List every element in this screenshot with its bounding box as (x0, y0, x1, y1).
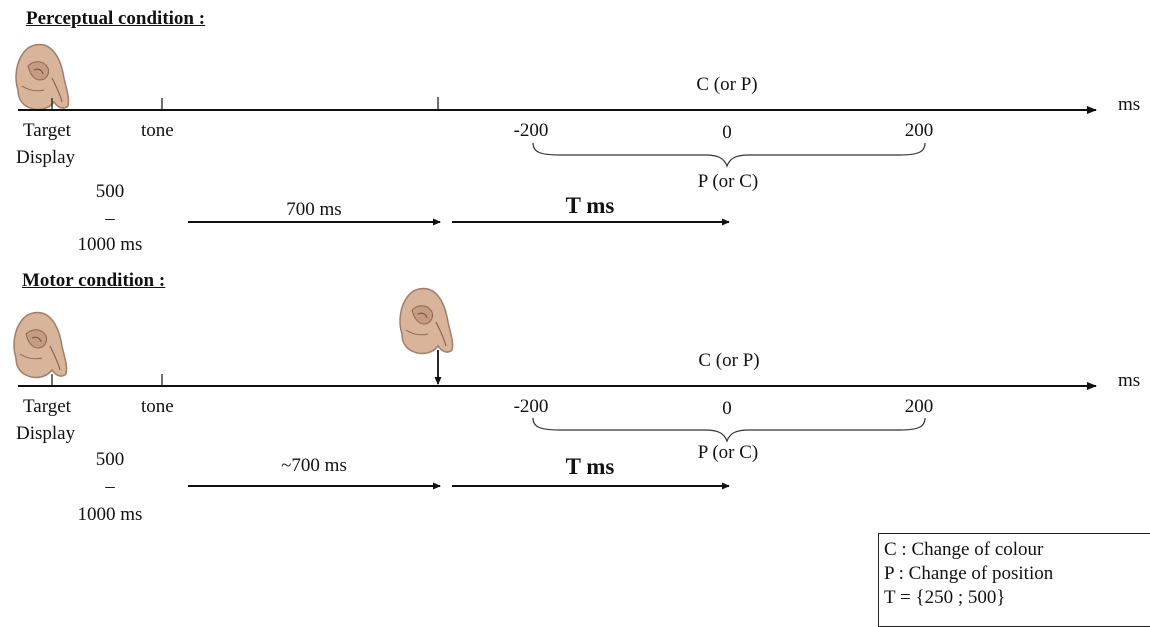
perceptual-pos200-label: 200 (904, 120, 934, 141)
motor-panel-graphics (13, 287, 1097, 490)
legend-c-item: C : Change of colour (884, 539, 1044, 560)
motor-duration-max: 1000 ms (77, 504, 143, 525)
motor-zero-label: 0 (722, 398, 732, 419)
legend-box: C : Change of colour P : Change of posit… (878, 533, 1150, 627)
motor-c-or-p-label: C (or P) (698, 350, 760, 371)
legend-p-item: P : Change of position (884, 563, 1054, 584)
pointing-hand-icon (13, 311, 68, 379)
motor-interval-label: ~700 ms (281, 455, 347, 476)
motor-display-label: Display (16, 423, 76, 444)
pointing-hand-icon (15, 43, 70, 111)
perceptual-panel-graphics (15, 43, 1097, 226)
perceptual-tone-label: tone (141, 120, 174, 141)
motor-heading: Motor condition : (22, 270, 166, 291)
perceptual-window-brace (532, 142, 926, 168)
perceptual-interval-label: 700 ms (286, 199, 342, 220)
perceptual-neg200-label: -200 (513, 120, 549, 141)
motor-duration-min: 500 (95, 449, 125, 470)
perceptual-duration-dash: – (105, 208, 115, 229)
perceptual-duration-min: 500 (95, 181, 125, 202)
perceptual-p-or-c-label: P (or C) (697, 171, 759, 192)
motor-p-or-c-label: P (or C) (697, 442, 759, 463)
perceptual-zero-label: 0 (722, 122, 732, 143)
motor-t-ms-label: T ms (565, 454, 615, 479)
motor-target-label: Target (23, 396, 71, 417)
motor-tone-label: tone (141, 396, 174, 417)
perceptual-c-or-p-label: C (or P) (696, 74, 758, 95)
legend-t-item: T = {250 ; 500} (884, 587, 1006, 608)
perceptual-heading: Perceptual condition : (26, 8, 206, 29)
perceptual-target-label: Target (23, 120, 71, 141)
perceptual-display-label: Display (16, 147, 76, 168)
motor-window-brace (532, 417, 926, 443)
perceptual-t-ms-label: T ms (565, 193, 615, 218)
motor-pos200-label: 200 (904, 396, 934, 417)
perceptual-ms-unit: ms (1118, 94, 1141, 115)
motor-neg200-label: -200 (513, 396, 549, 417)
motor-ms-unit: ms (1118, 370, 1141, 391)
motor-duration-dash: – (105, 476, 115, 497)
perceptual-duration-max: 1000 ms (77, 234, 143, 255)
pointing-hand-icon (399, 287, 454, 355)
